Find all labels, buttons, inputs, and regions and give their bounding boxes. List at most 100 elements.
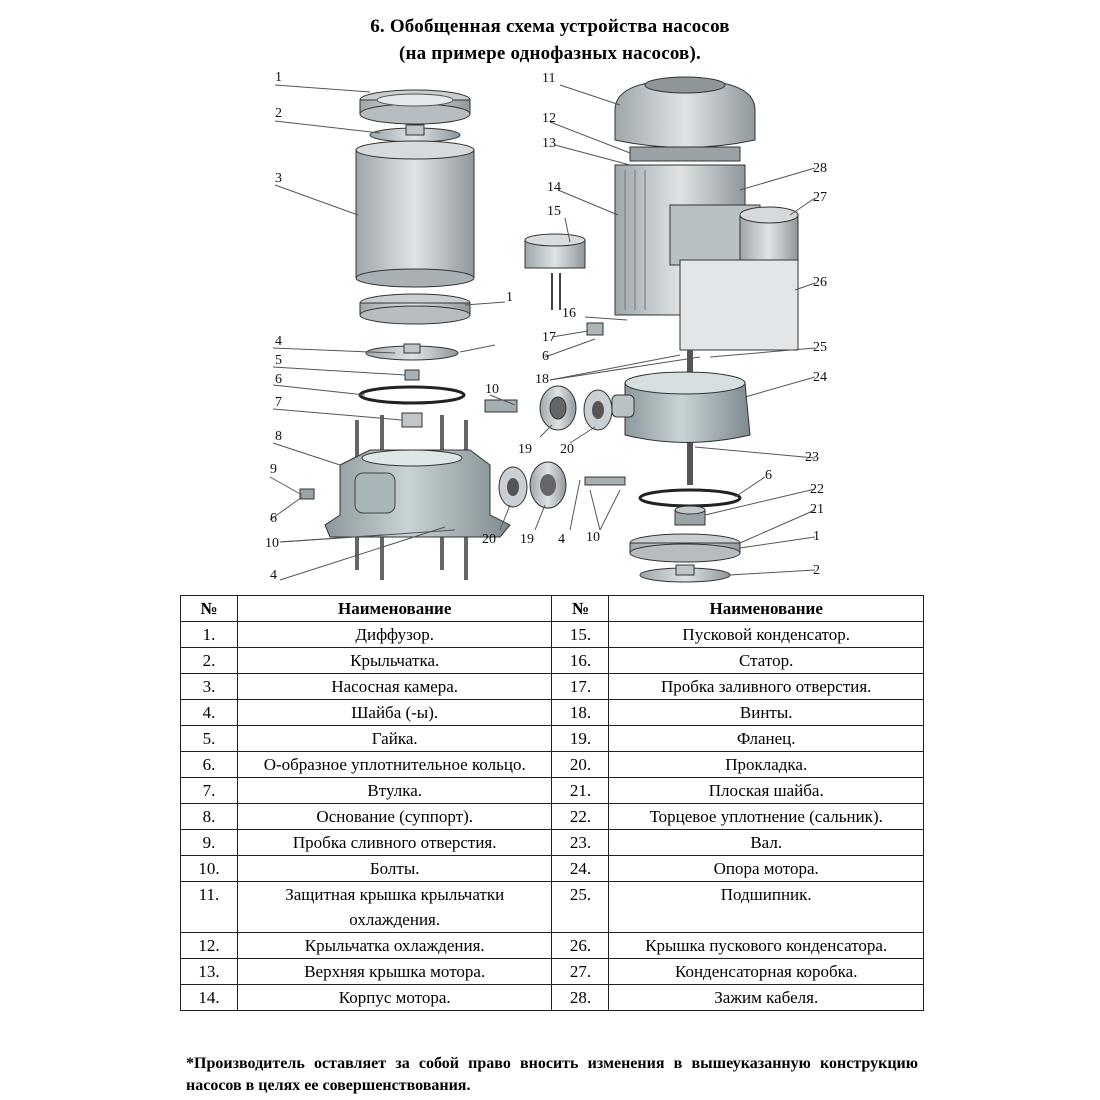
exploded-pump-diagram: 1 2 3 1 4 5 6 7 8 9 6 10 4 11 12 13 14 1… [265,70,827,583]
part-name-cell: Фланец. [608,725,924,752]
part-number-cell: 1. [180,621,238,648]
o-ring-left [358,385,466,405]
part-name-cell: Подшипник. [608,881,924,933]
part-name-cell: Зажим кабеля. [608,984,924,1011]
diffuser-top [359,89,471,125]
callout-label: 1 [506,290,513,305]
callout-label: 2 [275,106,282,121]
table-header-row: № Наименование № Наименование [180,595,924,622]
motor-support [611,371,751,443]
part-number-cell: 28. [551,984,610,1011]
part-number-cell: 4. [180,699,238,726]
start-capacitor [524,233,586,310]
diffuser-bottom [359,293,471,325]
part-number-cell: 8. [180,803,238,830]
sleeve-part [401,412,423,428]
part-name-cell: Защитная крышка крыльчатки охлаждения. [236,881,553,933]
callout-label: 6 [765,468,772,483]
callout-label: 7 [275,395,282,410]
callout-label: 20 [560,442,574,457]
callout-label: 10 [586,530,600,545]
capacitor-cover [679,259,799,351]
callout-label: 4 [270,568,277,583]
column-header: Наименование [608,595,924,622]
callout-label: 24 [813,370,827,385]
pump-base [299,415,511,580]
table-row: 3.Насосная камера.17.Пробка заливного от… [180,673,924,700]
impeller-right [639,564,731,583]
callout-label: 10 [265,536,279,551]
table-row: 7.Втулка.21.Плоская шайба. [180,777,924,804]
part-number-cell: 25. [551,881,610,933]
callout-label: 26 [813,275,827,290]
table-row: 9.Пробка сливного отверстия.23.Вал. [180,829,924,856]
part-number-cell: 15. [551,621,610,648]
flange-lower [498,461,626,509]
part-name-cell: О-образное уплотнительное кольцо. [236,751,553,778]
part-number-cell: 11. [180,881,238,933]
part-name-cell: Прокладка. [608,751,924,778]
callout-label: 4 [275,334,282,349]
cooling-fan [629,146,741,162]
pump-chamber [355,140,475,288]
callout-label: 13 [542,136,556,151]
callout-label: 21 [810,502,824,517]
callout-label: 17 [542,330,556,345]
flange-upper [484,385,613,431]
mechanical-seal [674,505,706,526]
part-name-cell: Шайба (-ы). [236,699,553,726]
callout-label: 11 [542,71,555,86]
part-number-cell: 2. [180,647,238,674]
nut-part [404,369,420,381]
parts-table: № Наименование № Наименование 1.Диффузор… [180,595,924,1011]
part-number-cell: 6. [180,751,238,778]
table-row: 10.Болты.24.Опора мотора. [180,855,924,882]
part-number-cell: 13. [180,958,238,985]
table-row: 11.Защитная крышка крыльчатки охлаждения… [180,881,924,933]
part-name-cell: Болты. [236,855,553,882]
table-row: 8.Основание (суппорт).22.Торцевое уплотн… [180,803,924,830]
part-number-cell: 18. [551,699,610,726]
callout-label: 19 [520,532,534,547]
callout-label: 25 [813,340,827,355]
callout-label: 28 [813,161,827,176]
part-name-cell: Основание (суппорт). [236,803,553,830]
impeller-bottom [365,343,459,361]
impeller-top [369,124,461,143]
part-number-cell: 19. [551,725,610,752]
part-number-cell: 3. [180,673,238,700]
part-number-cell: 16. [551,647,610,674]
table-row: 1.Диффузор.15.Пусковой конденсатор. [180,621,924,648]
callout-label: 6 [270,511,277,526]
callout-label: 14 [547,180,561,195]
part-name-cell: Насосная камера. [236,673,553,700]
callout-label: 22 [810,482,824,497]
part-name-cell: Гайка. [236,725,553,752]
callout-label: 23 [805,450,819,465]
part-name-cell: Корпус мотора. [236,984,553,1011]
callout-label: 20 [482,532,496,547]
callout-label: 1 [275,70,282,85]
parts-table-body: 1.Диффузор.15.Пусковой конденсатор.2. Кры… [180,621,924,1011]
part-name-cell: Винты. [608,699,924,726]
callout-label: 10 [485,382,499,397]
part-name-cell: Втулка. [236,777,553,804]
part-number-cell: 20. [551,751,610,778]
callout-label: 8 [275,429,282,444]
footnote: *Производитель оставляет за собой право … [186,1055,918,1094]
part-name-cell: Плоская шайба. [608,777,924,804]
callout-label: 27 [813,190,827,205]
callout-labels: 1 2 3 1 4 5 6 7 8 9 6 10 4 11 12 13 14 1… [265,70,827,583]
table-row: 14.Корпус мотора.28.Зажим кабеля. [180,984,924,1011]
callout-label: 5 [275,353,282,368]
callout-label: 4 [558,532,565,547]
part-number-cell: 14. [180,984,238,1011]
fill-plug [586,322,604,336]
part-name-cell: Крыльчатка охлаждения. [236,932,553,959]
callout-label: 12 [542,111,556,126]
callout-label: 1 [813,529,820,544]
callout-label: 2 [813,563,820,578]
page-subtitle: (на примере однофазных насосов). [398,43,701,64]
part-number-cell: 5. [180,725,238,752]
fan-cover [614,76,756,148]
